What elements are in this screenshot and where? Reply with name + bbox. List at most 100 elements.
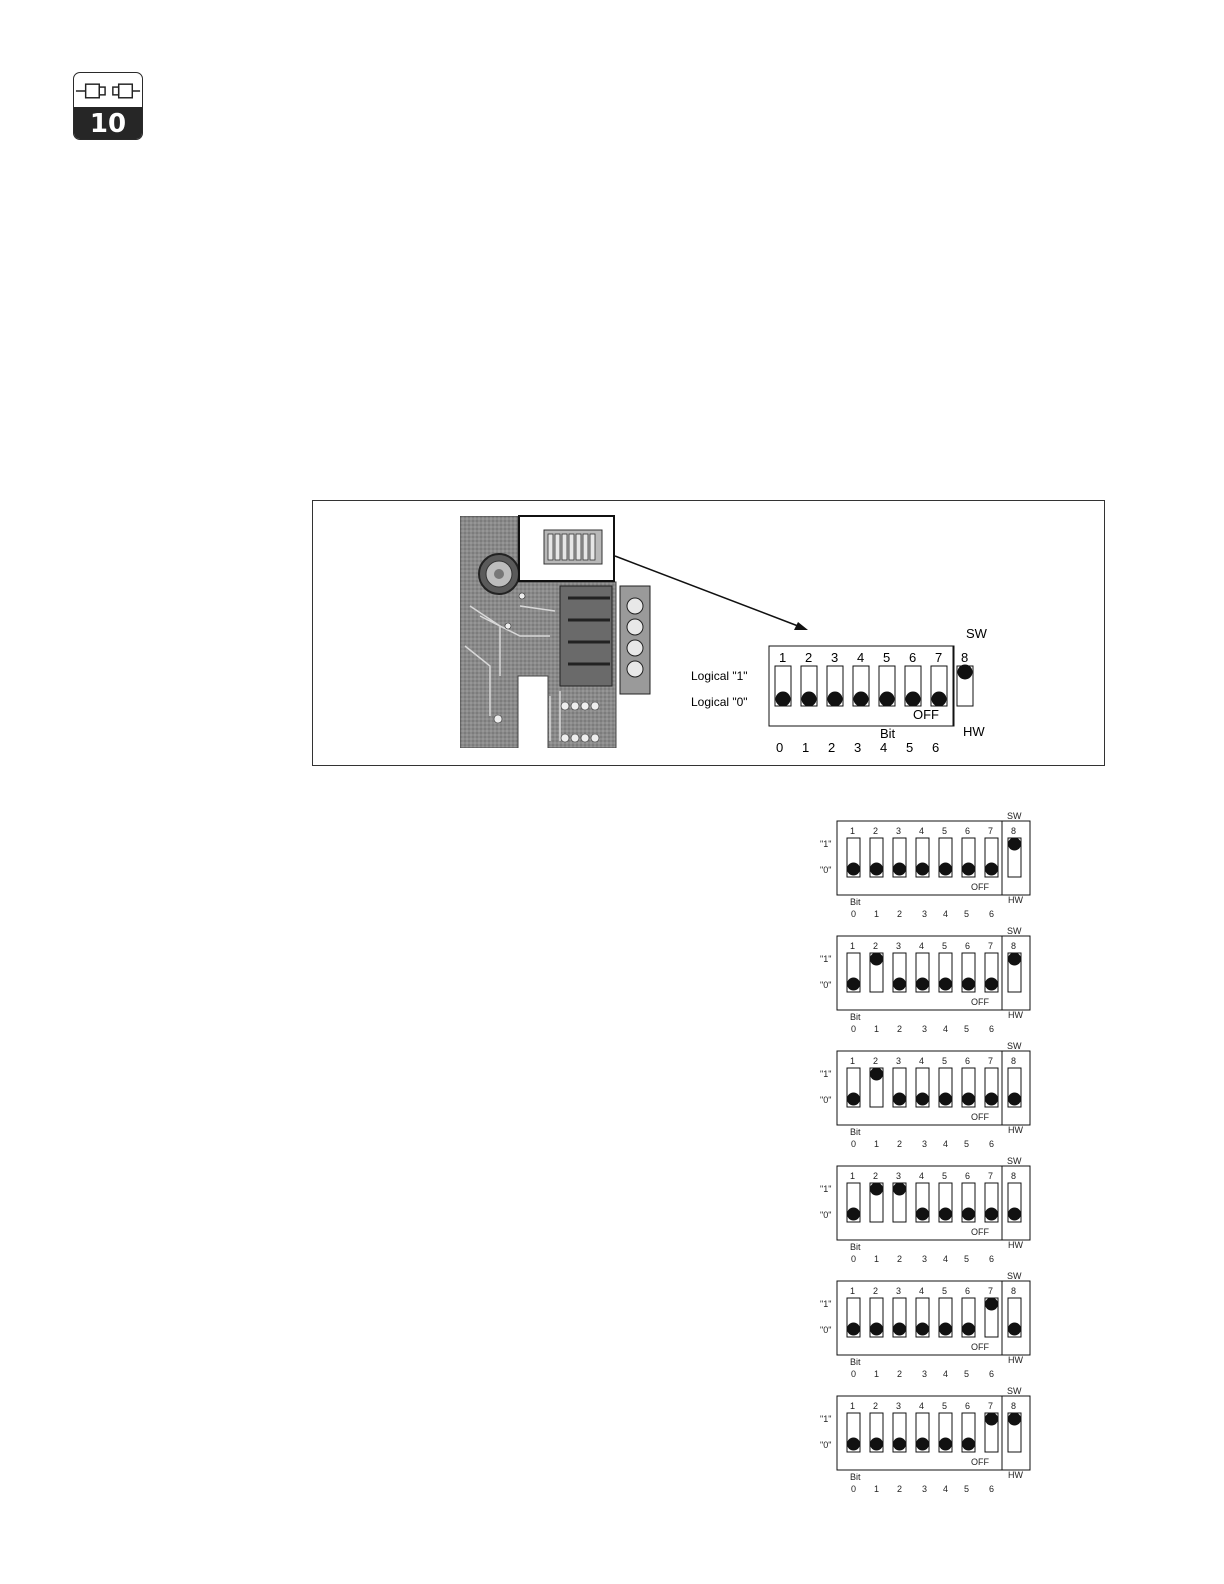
small-switch-knob [985, 977, 998, 991]
main-logical-zero-label: Logical "0" [691, 695, 748, 709]
small-switch-knob [1008, 1322, 1021, 1336]
main-switch-knob [775, 691, 791, 707]
small-switch-knob [893, 862, 906, 876]
small-bit-number: 3 [922, 909, 927, 919]
small-one-label: "1" [820, 1414, 831, 1424]
main-bit-number: 2 [828, 740, 835, 755]
main-bit-number: 1 [802, 740, 809, 755]
small-one-label: "1" [820, 839, 831, 849]
small-bit-number: 4 [943, 1024, 948, 1034]
small-zero-label: "0" [820, 865, 831, 875]
main-hw-label: HW [963, 724, 985, 739]
main-switch-number: 4 [857, 650, 864, 665]
small-switch-number: 8 [1011, 826, 1016, 836]
small-switch-knob [870, 952, 883, 966]
small-switch-number: 2 [873, 826, 878, 836]
small-switch-number: 7 [988, 1401, 993, 1411]
small-bit-number: 4 [943, 1254, 948, 1264]
small-bit-number: 6 [989, 1254, 994, 1264]
small-switch-knob [847, 1092, 860, 1106]
small-switch-knob [962, 1437, 975, 1451]
small-switch-body [836, 1165, 1031, 1241]
small-off-label: OFF [971, 997, 989, 1007]
small-switch-number: 7 [988, 1286, 993, 1296]
small-bit-number: 6 [989, 1369, 994, 1379]
main-switch-body [768, 645, 955, 727]
main-switch-knob [801, 691, 817, 707]
main-switch-knob [879, 691, 895, 707]
small-switch-number: 1 [850, 941, 855, 951]
small-bit-number: 3 [922, 1024, 927, 1034]
small-one-label: "1" [820, 954, 831, 964]
small-hw-label: HW [1008, 1470, 1023, 1480]
main-bit-number: 3 [854, 740, 861, 755]
small-sw-label: SW [1007, 811, 1022, 821]
small-switch-knob [870, 862, 883, 876]
small-switch-number: 6 [965, 1286, 970, 1296]
small-bit-label: Bit [850, 1127, 861, 1137]
small-switch-number: 3 [896, 826, 901, 836]
small-switch-body [836, 1050, 1031, 1126]
small-switch-knob [985, 1297, 998, 1311]
small-switch-number: 8 [1011, 1171, 1016, 1181]
small-bit-number: 5 [964, 1024, 969, 1034]
small-bit-label: Bit [850, 897, 861, 907]
main-switch-number: 6 [909, 650, 916, 665]
small-switch-knob [939, 977, 952, 991]
small-switch-number: 2 [873, 941, 878, 951]
main-bit-label: Bit [880, 726, 896, 741]
small-switch-knob [893, 1182, 906, 1196]
main-switch-number: 3 [831, 650, 838, 665]
small-switch-number: 1 [850, 1401, 855, 1411]
small-hw-label: HW [1008, 1125, 1023, 1135]
small-zero-label: "0" [820, 1210, 831, 1220]
small-switch-knob [939, 1092, 952, 1106]
small-switch-knob [939, 1322, 952, 1336]
small-switch-number: 3 [896, 1171, 901, 1181]
small-bit-number: 2 [897, 1024, 902, 1034]
small-bit-number: 6 [989, 909, 994, 919]
small-bit-number: 0 [851, 1139, 856, 1149]
small-sw-label: SW [1007, 1041, 1022, 1051]
small-hw-label: HW [1008, 1240, 1023, 1250]
small-bit-number: 0 [851, 1484, 856, 1494]
small-switch-body [836, 820, 1031, 896]
small-switch-knob [870, 1182, 883, 1196]
small-switch-knob [870, 1437, 883, 1451]
small-off-label: OFF [971, 1342, 989, 1352]
small-off-label: OFF [971, 1457, 989, 1467]
small-switch-knob [1008, 952, 1021, 966]
small-bit-number: 6 [989, 1484, 994, 1494]
small-switch-body [836, 1280, 1031, 1356]
small-switch-body [836, 1395, 1031, 1471]
small-switch-knob [962, 977, 975, 991]
main-switch-knob [931, 691, 947, 707]
small-bit-number: 3 [922, 1139, 927, 1149]
small-bit-number: 5 [964, 1254, 969, 1264]
small-bit-number: 1 [874, 1139, 879, 1149]
small-off-label: OFF [971, 882, 989, 892]
small-switch-number: 5 [942, 1286, 947, 1296]
small-switch-number: 5 [942, 1056, 947, 1066]
small-bit-number: 1 [874, 909, 879, 919]
small-one-label: "1" [820, 1069, 831, 1079]
main-switch-number: 2 [805, 650, 812, 665]
main-bit-number: 5 [906, 740, 913, 755]
small-switch-knob [985, 1412, 998, 1426]
small-zero-label: "0" [820, 1325, 831, 1335]
small-switch-number: 2 [873, 1286, 878, 1296]
small-switch-number: 7 [988, 941, 993, 951]
small-bit-number: 5 [964, 1369, 969, 1379]
small-switch-knob [939, 1437, 952, 1451]
small-switch-number: 5 [942, 941, 947, 951]
small-switch-knob [847, 977, 860, 991]
main-logical-one-label: Logical "1" [691, 669, 748, 683]
small-switch-knob [1008, 1092, 1021, 1106]
small-bit-number: 2 [897, 1369, 902, 1379]
small-switch-number: 8 [1011, 941, 1016, 951]
small-bit-number: 2 [897, 1254, 902, 1264]
small-zero-label: "0" [820, 1440, 831, 1450]
small-switch-knob [962, 862, 975, 876]
